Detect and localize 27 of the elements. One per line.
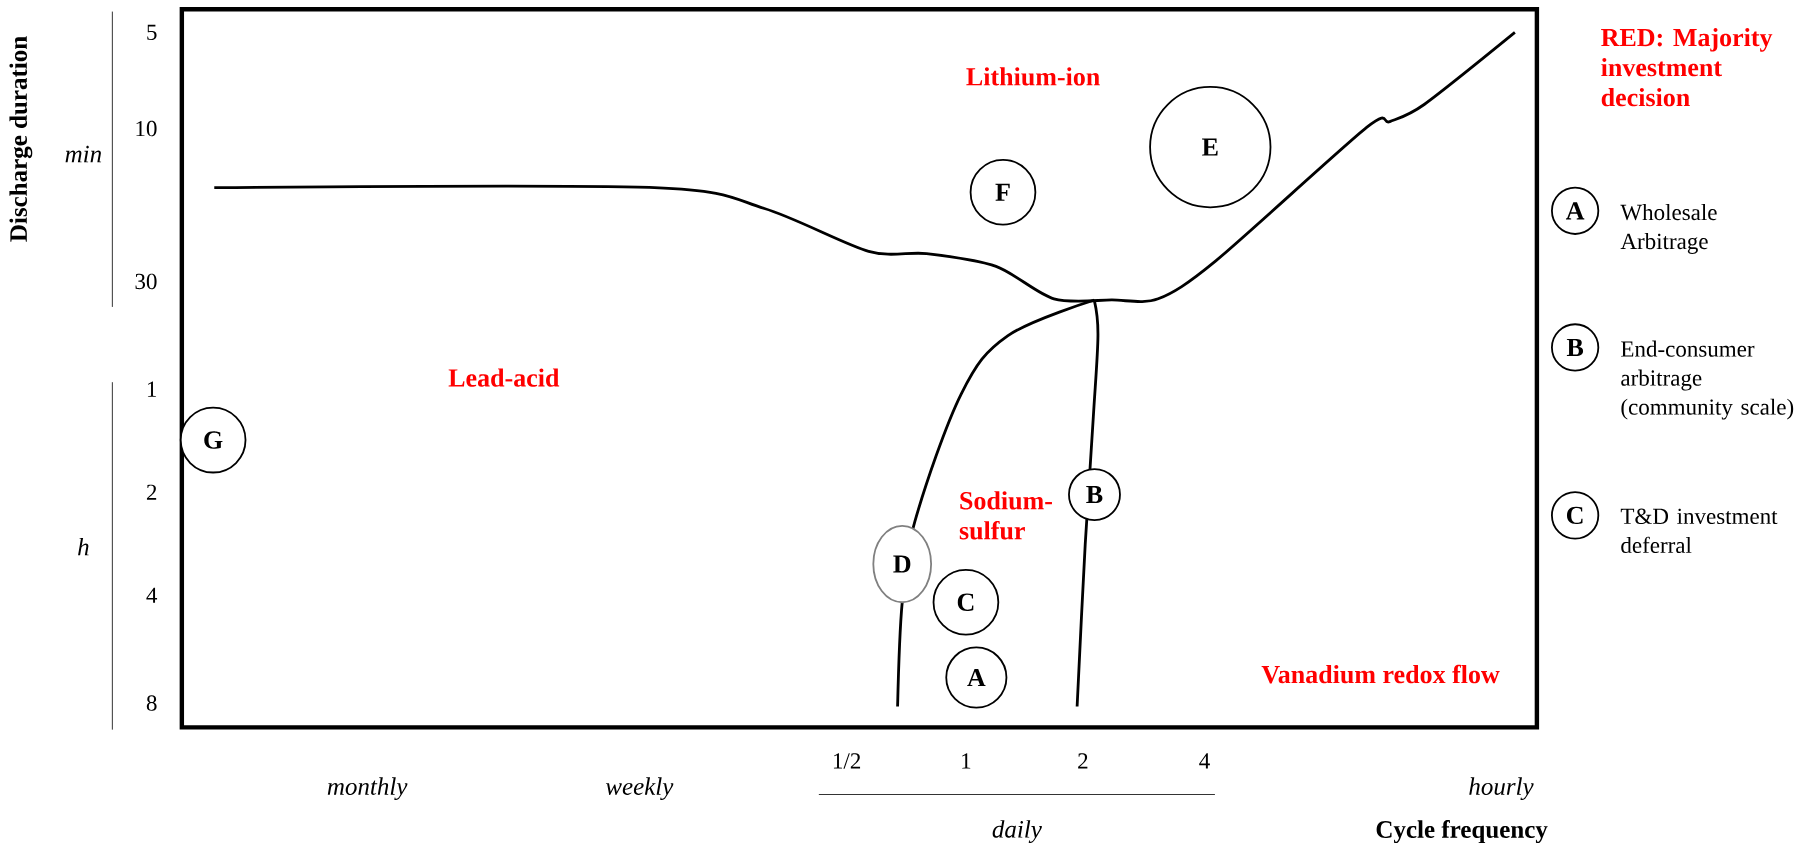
category-label: monthly (327, 777, 408, 800)
note-text: RED: Majority investment decision (1601, 27, 1773, 107)
region-label: Sodium-sulfur (959, 491, 1052, 540)
tick-label: 4 (146, 587, 158, 603)
tick-label: 1/2 (833, 753, 861, 769)
legend-text: End-consumer arbitrage (community scale) (1621, 340, 1794, 420)
axis-title: Cycle frequency (1376, 819, 1548, 843)
tick-label: 4 (1199, 753, 1210, 769)
category-label: hourly (1469, 777, 1534, 800)
axis-title: Discharge duration (9, 36, 33, 242)
tick-label: 10 (136, 120, 157, 137)
region-label: Lithium-ion (966, 67, 1100, 86)
unit-label: min (65, 145, 102, 163)
tick-label: 8 (146, 695, 157, 711)
legend-text: Wholesale Arbitrage (1620, 203, 1717, 254)
unit-label: h (78, 537, 89, 556)
tick-label: 1 (147, 381, 157, 397)
category-label: weekly (605, 777, 674, 800)
region-label: Lead-acid (448, 368, 560, 387)
tick-label: 30 (135, 273, 157, 289)
tick-label: 2 (146, 484, 157, 500)
category-label: daily (992, 820, 1042, 843)
region-label: Vanadium redox flow (1261, 664, 1500, 684)
tick-label: 5 (147, 24, 157, 40)
tick-label: 1 (962, 753, 971, 769)
legend-text: T&D investment deferral (1620, 508, 1778, 553)
tick-label: 2 (1078, 753, 1088, 769)
